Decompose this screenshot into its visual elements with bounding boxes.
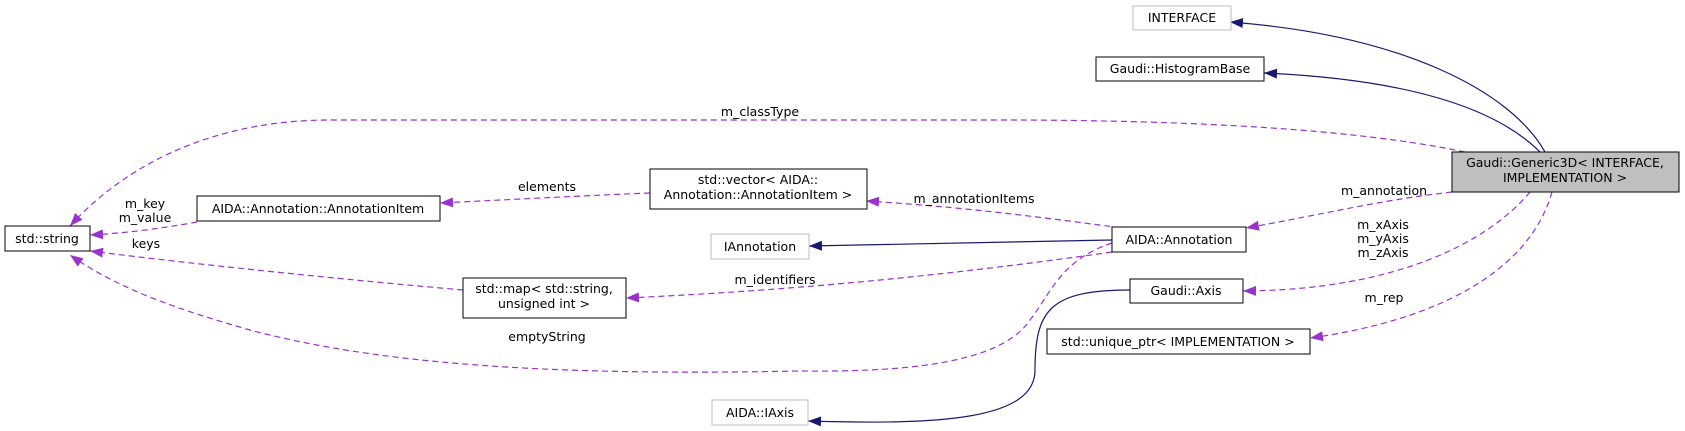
node-vector-items-label-line2: Annotation::AnnotationItem >: [664, 187, 852, 202]
label-zaxis: m_zAxis: [1358, 245, 1409, 260]
label-key: m_key: [125, 196, 166, 211]
label-keys: keys: [132, 236, 160, 251]
node-interface-label: INTERFACE: [1148, 10, 1216, 25]
label-identifiers: m_identifiers: [734, 272, 815, 287]
edge-keyvalue: [89, 221, 198, 240]
label-annotationitems: m_annotationItems: [913, 191, 1034, 206]
node-interface[interactable]: INTERFACE: [1132, 5, 1232, 31]
node-histogram-base[interactable]: Gaudi::HistogramBase: [1095, 56, 1265, 82]
node-annotation-item[interactable]: AIDA::Annotation::AnnotationItem: [196, 195, 441, 222]
edge-classtype: [69, 119, 1466, 227]
edge-keys: [89, 247, 464, 291]
label-annotation: m_annotation: [1341, 183, 1427, 198]
node-histogram-base-label: Gaudi::HistogramBase: [1110, 61, 1251, 76]
label-xaxis: m_xAxis: [1357, 217, 1409, 232]
label-rep: m_rep: [1365, 290, 1404, 305]
label-classtype: m_classType: [721, 104, 799, 119]
node-iaxis-label: AIDA::IAxis: [726, 405, 794, 420]
node-map[interactable]: std::map< std::string, unsigned int >: [462, 277, 627, 319]
node-annotation-item-label: AIDA::Annotation::AnnotationItem: [212, 201, 424, 216]
edge-elements: [439, 192, 651, 208]
edge-generic3d-to-histogrambase: [1263, 68, 1541, 153]
edge-emptystring: [69, 242, 1113, 373]
node-unique-ptr[interactable]: std::unique_ptr< IMPLEMENTATION >: [1046, 328, 1311, 355]
node-std-string[interactable]: std::string: [4, 225, 91, 252]
node-iannotation[interactable]: IAnnotation: [710, 233, 810, 260]
node-vector-items[interactable]: std::vector< AIDA:: Annotation::Annotati…: [649, 168, 868, 210]
node-std-string-label: std::string: [15, 231, 79, 246]
label-value: m_value: [119, 210, 172, 225]
node-iannotation-label: IAnnotation: [724, 239, 796, 254]
edge-annotation-to-iannotation: [808, 239, 1113, 251]
label-elements: elements: [518, 179, 576, 194]
node-axis-label: Gaudi::Axis: [1150, 283, 1221, 298]
edge-axis-to-iaxis: [807, 289, 1131, 427]
node-generic3d-label-line1: Gaudi::Generic3D< INTERFACE,: [1466, 155, 1664, 170]
label-emptystring: emptyString: [508, 329, 585, 344]
node-generic3d[interactable]: Gaudi::Generic3D< INTERFACE, IMPLEMENTAT…: [1451, 151, 1680, 193]
node-map-label-line2: unsigned int >: [498, 296, 590, 311]
edge-axes: [1242, 191, 1531, 296]
node-map-label-line1: std::map< std::string,: [475, 281, 613, 296]
node-unique-ptr-label: std::unique_ptr< IMPLEMENTATION >: [1061, 334, 1294, 349]
edge-rep: [1309, 191, 1553, 342]
node-annotation[interactable]: AIDA::Annotation: [1111, 226, 1247, 253]
node-vector-items-label-line1: std::vector< AIDA::: [698, 172, 818, 187]
label-yaxis: m_yAxis: [1357, 231, 1409, 246]
edge-generic3d-to-interface: [1229, 18, 1546, 153]
edge-annotation: [1245, 191, 1453, 231]
node-generic3d-label-line2: IMPLEMENTATION >: [1503, 170, 1627, 185]
node-annotation-label: AIDA::Annotation: [1126, 232, 1233, 247]
edge-identifiers: [625, 251, 1113, 303]
node-axis[interactable]: Gaudi::Axis: [1129, 278, 1244, 304]
edge-annotationitems: [865, 196, 1161, 234]
node-iaxis[interactable]: AIDA::IAxis: [711, 399, 809, 426]
